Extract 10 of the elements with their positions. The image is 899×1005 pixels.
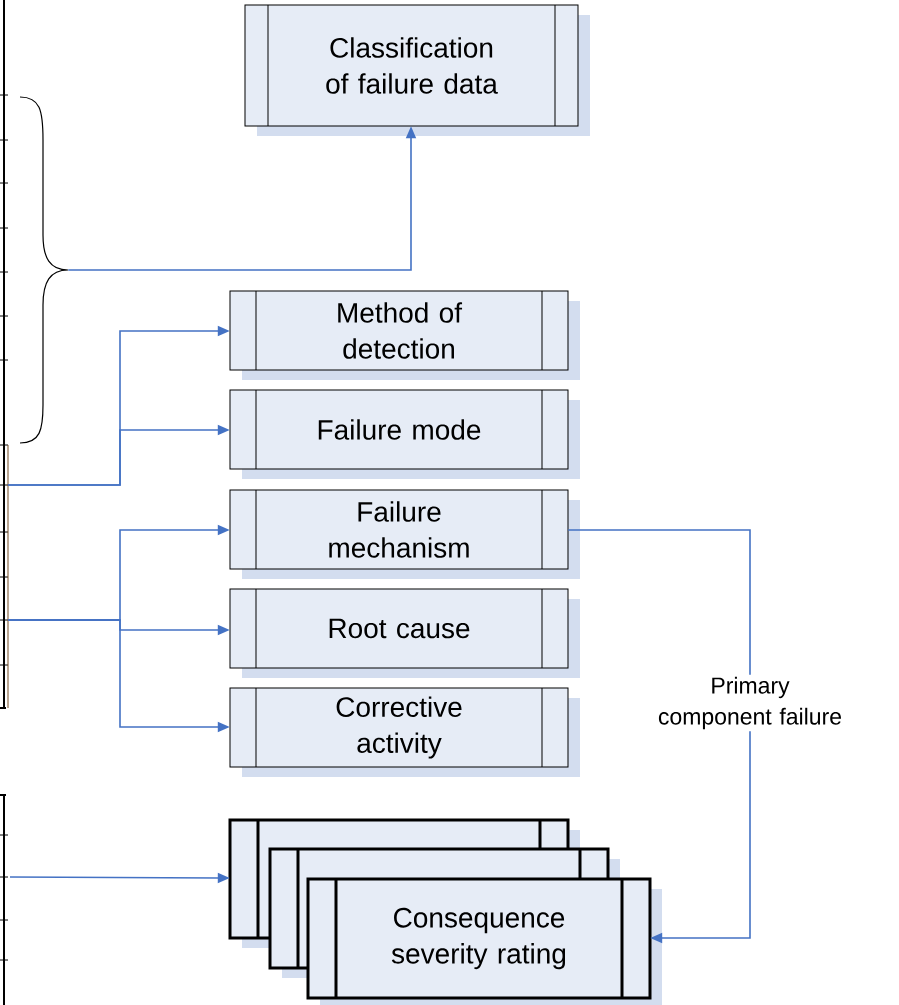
process-box: Root cause [229,588,580,678]
process-box: Classification of failure data [244,4,590,136]
process-box: Method of detection [229,290,580,380]
stacked-boxes: Consequence severity rating [228,818,662,1005]
process-box: Failure mechanism [229,489,580,579]
process-box: Failure mode [229,389,580,479]
brace [19,96,69,444]
arrow [567,529,751,944]
edge-label: Primary component failure [648,674,852,732]
process-box: Corrective activity [229,687,580,777]
